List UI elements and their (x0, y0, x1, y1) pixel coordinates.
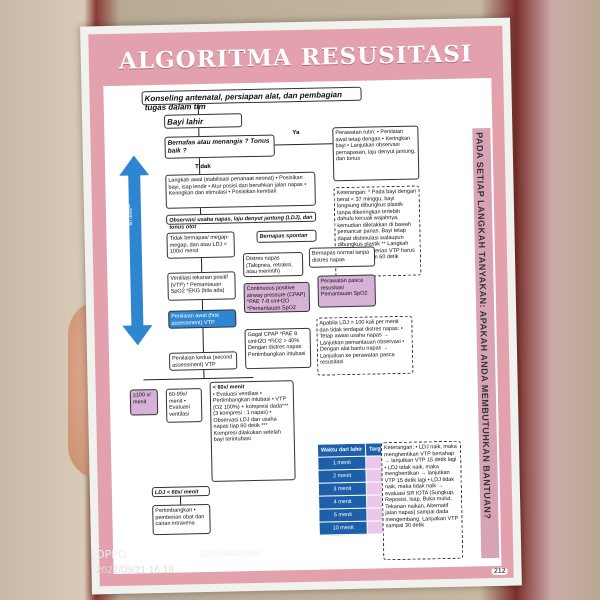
camera-datetime-watermark: 2022/08/21 16:18 (96, 565, 174, 576)
connector (274, 143, 333, 146)
timeline-label: 60 detik** (127, 204, 135, 226)
second-assessment-box: Penilaian kedua (second assessment) VTP (168, 351, 238, 371)
poster-title: ALGORITMA RESUSITASI (118, 40, 473, 75)
connector (143, 377, 254, 381)
no-distress-box: Bernapas normal tanpa distres napas (308, 246, 376, 268)
yes-label: Ya (292, 129, 300, 137)
connector (197, 104, 199, 115)
first-assessment-box: Penilaian awal (first assessment) VTP (168, 309, 237, 329)
side-banner-text: PADA SETIAP LANGKAH TANYAKAN: APAKAH AND… (474, 132, 493, 520)
poster-frame: ALGORITMA RESUSITASI 60 detik** Konselin… (88, 25, 514, 587)
ldj-lt60-box: LDJ < 60x/ menit (151, 485, 210, 498)
hr-lt60-box: < 60x/ menit • Evaluasi ventilasi • Pert… (209, 380, 296, 482)
post-care-box: Perawatan pasca resusitasi Pemantauan Sp… (317, 274, 377, 308)
cpap-fail-box: Gagal CPAP *PAE 8 cmH2O *FiO2 > 40% Deng… (244, 327, 312, 370)
spontaneous-box: Bernapas spontan (256, 229, 317, 243)
born-box: Bayi lahir (163, 113, 243, 129)
connector (198, 128, 200, 137)
camera-brand-watermark: OPPO (96, 548, 127, 561)
hr-60-99-box: 60-99x/ menit • Evaluasi ventilasi (165, 388, 203, 423)
connector (199, 208, 202, 215)
routine-care-box: Perawatan rutin: • Penilaian awal tetap … (332, 125, 420, 182)
hr-gt100-box: ≥100 x/ menit (129, 389, 159, 416)
note-bottom-box: Keterangan: • LDJ naik, maka menghentika… (380, 440, 464, 561)
connector (200, 258, 203, 273)
timeline-arrow-icon (119, 155, 153, 346)
vtp-box: Ventilasi tekanan positif (VTP) * Pemant… (167, 271, 236, 301)
cpap-box: Continuous positive airway pressure (CPA… (243, 281, 311, 314)
initial-steps-box: Langkah awal (stabilisasi penanaat neona… (165, 171, 316, 209)
page-number: 212 (491, 567, 508, 576)
question-box: Bernafas atau menangis ? Tonus baik ? (164, 134, 275, 159)
note-mid-box: Apabila LDJ > 100 kali per menit dan tid… (316, 315, 414, 376)
meds-box: Pertimbangkan • pemberian obat dan caira… (152, 503, 211, 536)
not-breathing-box: Tidak bernapas/ megap-megap, dan atau LD… (166, 231, 235, 259)
connector (198, 158, 201, 175)
hr-lt60-steps: • Evaluasi ventilasi • Pertimbangkan int… (212, 390, 289, 443)
connector (179, 496, 182, 505)
connector (203, 370, 205, 379)
counsel-box: Konseling antenatal, persiapan alat, dan… (141, 86, 362, 112)
poster: ALGORITMA RESUSITASI 60 detik** Konselin… (80, 17, 522, 595)
connector (202, 328, 204, 353)
spo2-header-time: Waktu dari lahir (317, 443, 366, 458)
poster-body: 60 detik** Konseling antenatal, persiapa… (103, 77, 502, 574)
no-label: Tidak (195, 163, 211, 171)
connector (201, 300, 204, 311)
side-banner: PADA SETIAP LANGKAH TANYAKAN: APAKAH AND… (472, 127, 500, 559)
observe-box: Observasi usaha napas, laju denyut jantu… (166, 211, 317, 230)
distress-box: Distres napas (Takipnea, retraksi, atau … (242, 251, 304, 278)
shop-handle-watermark: @dyqakhaprint (200, 548, 261, 558)
